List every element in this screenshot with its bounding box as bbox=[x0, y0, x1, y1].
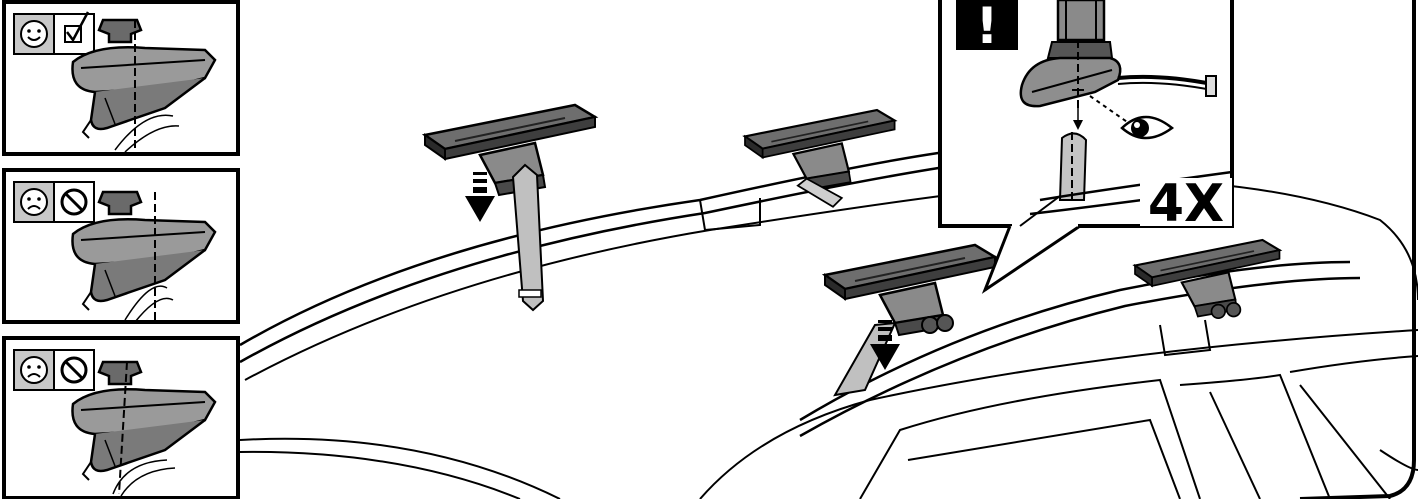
push-down-arrow-right bbox=[870, 320, 900, 370]
sad-face-icon bbox=[13, 349, 55, 391]
rack-foot-front-left bbox=[823, 243, 997, 397]
eye-icon bbox=[1089, 95, 1175, 140]
callout-foot-detail bbox=[1019, 0, 1217, 108]
sad-face-icon bbox=[13, 181, 55, 223]
detail-callout: ! bbox=[938, 0, 1234, 294]
warning-icon: ! bbox=[956, 0, 1018, 55]
warning-symbol: ! bbox=[976, 0, 999, 55]
panel-incorrect-1 bbox=[2, 168, 240, 324]
frame-edge-right bbox=[1299, 0, 1416, 499]
prohibited-icon bbox=[53, 181, 95, 223]
rack-foot-front-right bbox=[1133, 238, 1281, 320]
smiley-face-icon bbox=[13, 13, 55, 55]
arrow-down-icon bbox=[1073, 100, 1083, 130]
push-down-arrow-left bbox=[465, 172, 495, 222]
rack-foot-rear-right bbox=[743, 108, 896, 208]
panel-correct bbox=[2, 0, 240, 156]
rack-foot-rear-left bbox=[423, 103, 597, 312]
panel-incorrect-2 bbox=[2, 336, 240, 499]
count-label: 4X bbox=[1148, 174, 1224, 234]
prohibited-icon bbox=[53, 349, 95, 391]
checkbox-checked-icon bbox=[53, 11, 95, 55]
